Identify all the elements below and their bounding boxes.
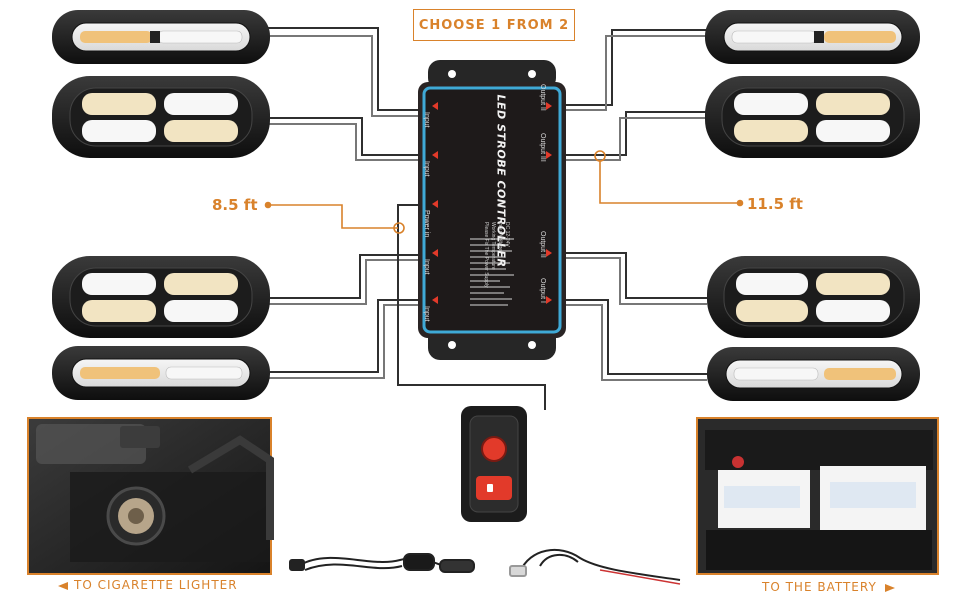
length-callout-right	[594, 150, 744, 207]
car-battery-photo	[696, 417, 939, 575]
cigarette-lighter-caption: TO CIGARETTE LIGHTER	[58, 578, 238, 592]
controller-spec-text	[470, 238, 514, 306]
rocker-switch	[461, 406, 527, 522]
strobe-light-slim-left-top	[52, 10, 270, 64]
controller-title: LED STROBE CONTROLLER	[494, 94, 508, 268]
length-callout-left	[264, 201, 405, 234]
left-cable-length: 8.5 ft	[212, 196, 258, 214]
strobe-light-dual-right-lower	[707, 256, 920, 338]
strobe-light-dual-right-upper	[705, 76, 920, 158]
battery-caption: TO THE BATTERY	[762, 580, 895, 594]
strobe-light-slim-left-bottom	[52, 346, 270, 400]
battery-clip-cable	[509, 549, 681, 585]
strobe-controller-box	[418, 60, 566, 360]
cigarette-lighter-photo	[27, 417, 274, 575]
cigarette-plug-cable	[289, 553, 475, 573]
controller-left-ports	[432, 102, 438, 304]
indicator-light-icon	[481, 436, 507, 462]
controller-right-ports	[546, 102, 552, 304]
choose-one-label: CHOOSE 1 FROM 2	[413, 9, 575, 41]
cables	[268, 27, 707, 410]
strobe-light-dual-left-upper	[52, 76, 270, 158]
strobe-light-dual-left-lower	[52, 256, 270, 338]
strobe-light-slim-right-top	[705, 10, 920, 64]
arrow-left-icon	[58, 581, 68, 590]
strobe-light-slim-right-bottom	[707, 347, 920, 401]
arrow-right-icon	[884, 583, 895, 592]
right-cable-length: 11.5 ft	[747, 195, 803, 213]
